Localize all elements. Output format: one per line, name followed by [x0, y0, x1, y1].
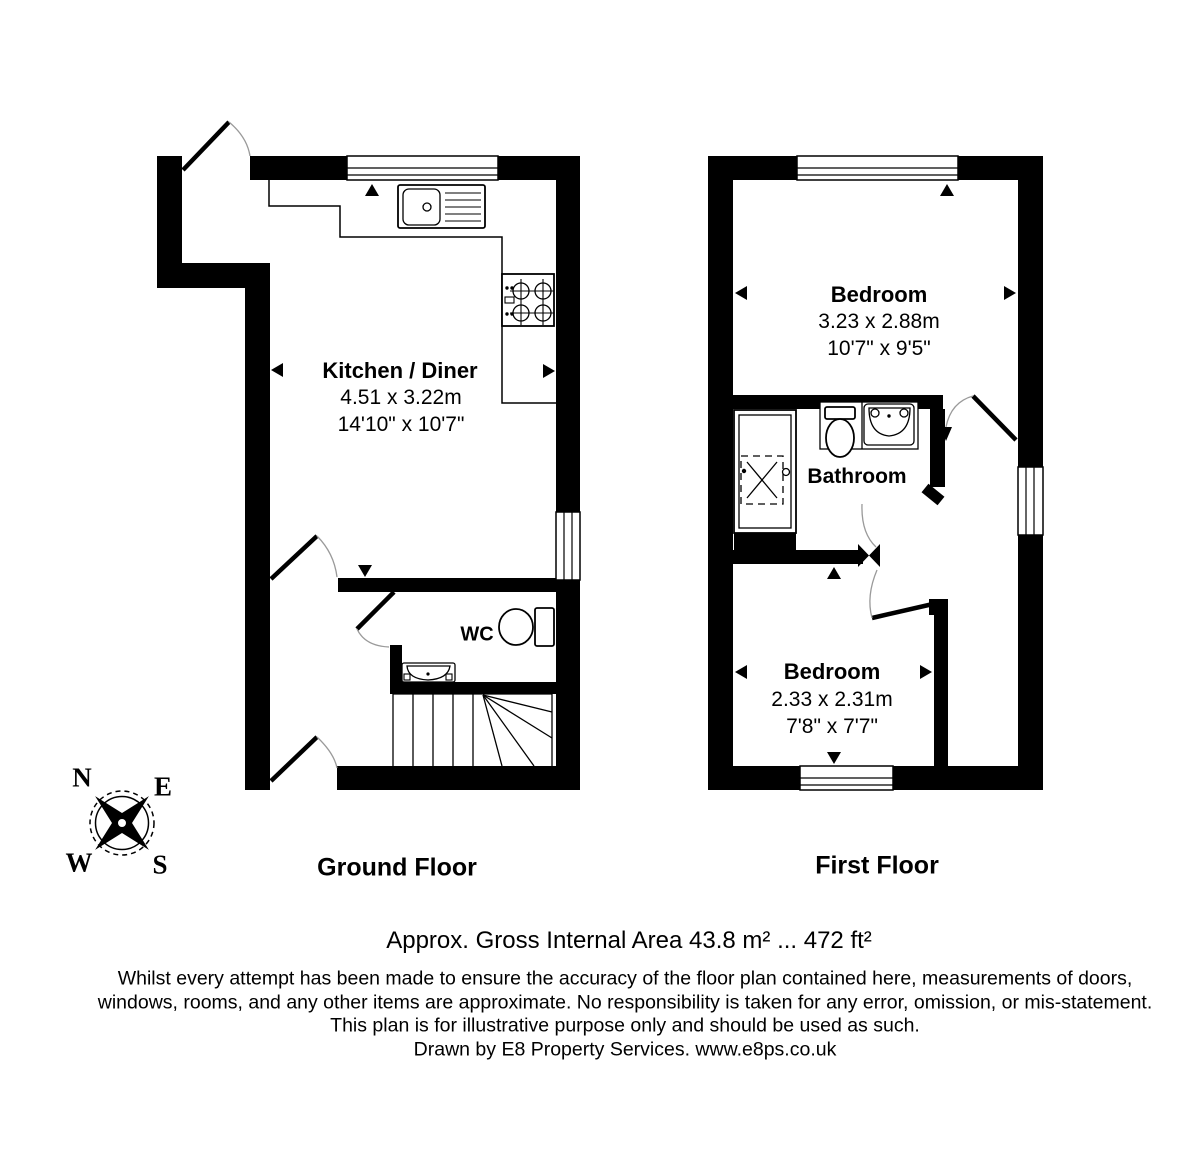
compass-west-label: W	[65, 847, 93, 878]
disclaimer-line-2: windows, rooms, and any other items are …	[97, 991, 1153, 1014]
shower-icon	[733, 409, 797, 534]
kitchen-sink-icon	[397, 184, 486, 229]
bathroom-fixtures	[819, 401, 919, 458]
door-icon	[861, 503, 877, 548]
disclaimer-line-1: Whilst every attempt has been made to en…	[117, 967, 1133, 990]
window-icon	[555, 511, 581, 581]
bedroom1-dim-metric: 3.23 x 2.88m	[818, 310, 940, 333]
first-floor-walls	[708, 156, 1043, 790]
dimension-arrows-bedroom2	[735, 567, 932, 764]
basin-icon	[863, 403, 915, 446]
disclaimer-line-3: This plan is for illustrative purpose on…	[330, 1014, 920, 1037]
bedroom2-dim-metric: 2.33 x 2.31m	[771, 688, 893, 711]
kitchen-dim-imperial: 14'10" x 10'7"	[337, 413, 465, 436]
kitchen-dim-metric: 4.51 x 3.22m	[340, 386, 462, 409]
bedroom1-dim-imperial: 10'7" x 9'5"	[827, 337, 931, 360]
toilet-icon	[498, 607, 555, 647]
door-icon	[869, 569, 934, 621]
door-icon	[945, 394, 1018, 442]
door-icon	[269, 735, 338, 783]
bedroom2-label: Bedroom	[783, 659, 881, 684]
wc-label: WC	[460, 623, 494, 646]
compass-north-label: N	[72, 762, 92, 793]
door-icon	[355, 590, 396, 648]
kitchen-counter	[268, 180, 556, 404]
door-icon	[269, 534, 338, 581]
kitchen-label: Kitchen / Diner	[322, 358, 478, 383]
ground-floor-walls	[157, 156, 580, 790]
basin-icon	[401, 662, 456, 683]
hob-icon	[501, 273, 555, 327]
first-floor-title: First Floor	[815, 851, 939, 880]
dimension-arrows-kitchen	[271, 184, 555, 577]
first-floor-plan	[708, 155, 1044, 791]
ground-floor-plan	[157, 120, 581, 790]
dimension-arrows-bedroom1	[735, 184, 1016, 441]
compass-east-label: E	[153, 771, 173, 802]
bathroom-label: Bathroom	[807, 465, 907, 488]
gross-internal-area-text: Approx. Gross Internal Area 43.8 m² ... …	[386, 927, 872, 954]
toilet-icon	[824, 406, 856, 458]
door-icon	[181, 120, 251, 172]
window-icon	[346, 155, 499, 181]
window-icon	[796, 155, 959, 181]
window-icon	[1017, 466, 1044, 536]
floor-plan-drawing	[89, 120, 1044, 856]
bedroom1-label: Bedroom	[830, 282, 928, 307]
drawn-by-credit-text: Drawn by E8 Property Services. www.e8ps.…	[413, 1038, 837, 1061]
window-icon	[799, 765, 894, 791]
bedroom2-dim-imperial: 7'8" x 7'7"	[786, 715, 878, 738]
ground-floor-title: Ground Floor	[317, 853, 477, 882]
compass-rose-icon	[89, 790, 155, 856]
staircase-icon	[392, 693, 553, 767]
compass-south-label: S	[152, 849, 168, 880]
